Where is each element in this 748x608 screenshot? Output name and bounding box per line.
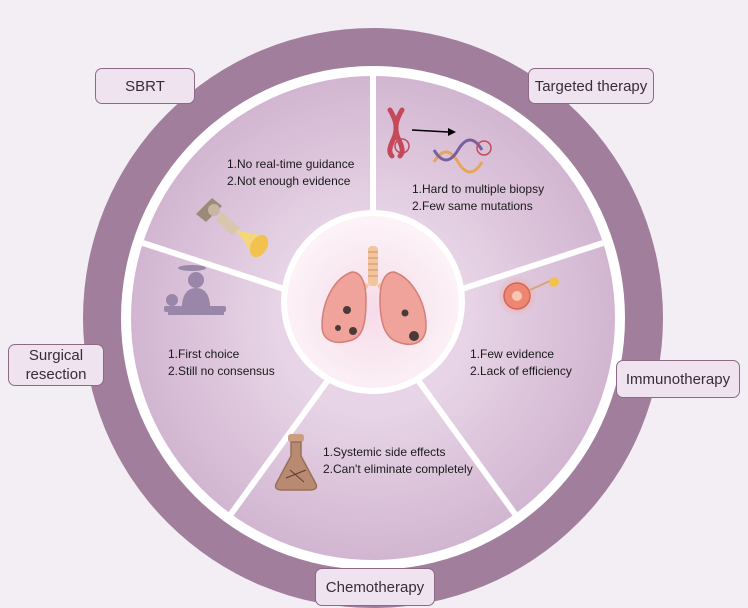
immuno-points: 1.Few evidence 2.Lack of efficiency	[470, 346, 572, 380]
immuno-point-1: 1.Few evidence	[470, 347, 555, 361]
sbrt-label: SBRT	[95, 68, 195, 104]
targeted-point-2: 2.Few same mutations	[412, 199, 533, 213]
chemotherapy-label: Chemotherapy	[315, 568, 435, 606]
immune-cell-icon	[497, 276, 559, 316]
chemo-point-1: 1.Systemic side effects	[323, 445, 446, 459]
chemotherapy-label-text: Chemotherapy	[325, 578, 425, 596]
lungs-icon	[321, 246, 427, 346]
sbrt-point-1: 1.No real-time guidance	[227, 157, 355, 171]
surgery-point-1: 1.First choice	[168, 347, 240, 361]
surgeon-operating-icon	[164, 265, 226, 315]
radiotherapy-machine-icon	[196, 198, 269, 258]
sbrt-points: 1.No real-time guidance 2.Not enough evi…	[227, 156, 354, 190]
chemo-points: 1.Systemic side effects 2.Can't eliminat…	[323, 444, 473, 478]
targeted-therapy-label: Targeted therapy	[528, 68, 654, 104]
targeted-therapy-label-text: Targeted therapy	[534, 77, 648, 95]
center-circle	[287, 216, 459, 388]
immuno-point-2: 2.Lack of efficiency	[470, 364, 572, 378]
immunotherapy-label: Immunotherapy	[616, 360, 740, 398]
chromosome-dna-target-icon	[387, 107, 492, 174]
chemo-point-2: 2.Can't eliminate completely	[323, 462, 473, 476]
surgical-resection-label-line-2: resection	[25, 366, 87, 383]
targeted-point-1: 1.Hard to multiple biopsy	[412, 182, 545, 196]
surgery-points: 1.First choice 2.Still no consensus	[168, 346, 275, 380]
surgical-resection-label: Surgical resection	[8, 344, 104, 386]
immunotherapy-label-text: Immunotherapy	[625, 370, 731, 388]
surgical-resection-label-line-1: Surgical	[28, 347, 84, 364]
flask-molecule-icon	[274, 434, 318, 491]
surgery-point-2: 2.Still no consensus	[168, 364, 275, 378]
sbrt-label-text: SBRT	[125, 77, 165, 95]
sbrt-point-2: 2.Not enough evidence	[227, 174, 351, 188]
targeted-points: 1.Hard to multiple biopsy 2.Few same mut…	[412, 181, 544, 215]
